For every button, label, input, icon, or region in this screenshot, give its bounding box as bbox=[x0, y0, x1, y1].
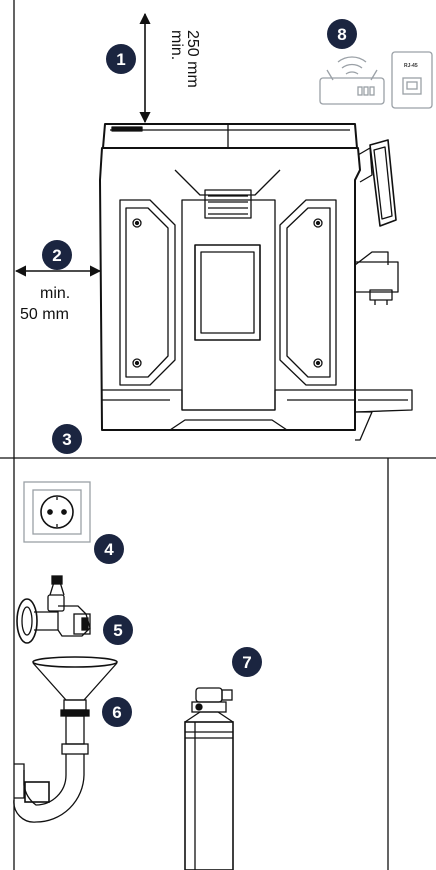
badge-1-label: 1 bbox=[116, 50, 125, 69]
water-filter-icon bbox=[184, 687, 234, 870]
badge-1: 1 bbox=[106, 44, 136, 74]
badge-6-label: 6 bbox=[112, 703, 121, 722]
badge-3: 3 bbox=[52, 424, 82, 454]
coffee-machine-illustration bbox=[99, 123, 413, 441]
router-icon bbox=[319, 56, 385, 105]
badge-8: 8 bbox=[327, 19, 357, 49]
water-valve-icon bbox=[16, 575, 91, 644]
badge-7: 7 bbox=[232, 647, 262, 677]
side-clearance-label-line1: min. bbox=[40, 285, 70, 302]
badge-8-label: 8 bbox=[337, 25, 346, 44]
top-clearance-label-line1: min. bbox=[168, 30, 185, 60]
rj45-label: RJ-45 bbox=[404, 63, 418, 69]
badge-6: 6 bbox=[102, 697, 132, 727]
power-socket-icon bbox=[23, 481, 91, 543]
rj45-socket-icon bbox=[391, 51, 433, 109]
badge-5: 5 bbox=[103, 615, 133, 645]
badge-2: 2 bbox=[42, 240, 72, 270]
badge-3-label: 3 bbox=[62, 430, 71, 449]
side-clearance-label-line2: 50 mm bbox=[20, 306, 69, 323]
badge-4-label: 4 bbox=[104, 540, 114, 559]
drain-siphon-icon bbox=[13, 656, 118, 823]
badge-7-label: 7 bbox=[242, 653, 251, 672]
top-clearance-label-line2: 250 mm bbox=[184, 30, 201, 88]
badge-2-label: 2 bbox=[52, 246, 61, 265]
badge-4: 4 bbox=[94, 534, 124, 564]
badge-5-label: 5 bbox=[113, 621, 122, 640]
